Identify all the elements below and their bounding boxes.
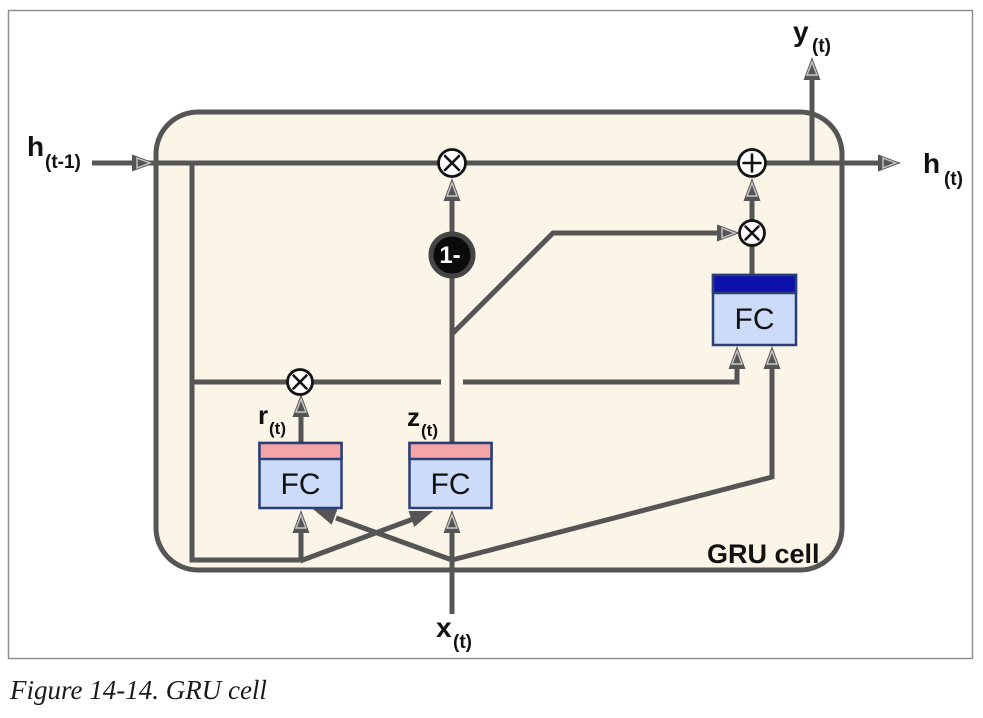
arrowhead-hprev-into-r-fc	[292, 510, 310, 533]
label-z-gate: z (t)	[407, 402, 438, 440]
x-in-sub: (t)	[453, 632, 472, 653]
fc-box-reset-gate: FC	[258, 441, 343, 510]
arrowhead-h-out	[878, 154, 901, 172]
fc-box-main: FC	[711, 273, 798, 347]
arrowhead-r-to-multiply	[292, 394, 310, 417]
wire-hprev-to-z-fc	[299, 512, 425, 564]
one-minus-circle	[428, 231, 476, 279]
fc-reset-strip	[258, 441, 343, 461]
multiply-icon	[292, 374, 308, 390]
multiply-icon	[744, 225, 760, 241]
fc-update-strip	[408, 441, 493, 461]
r-gate-sub: (t)	[269, 419, 286, 438]
x-in-base: x	[436, 612, 452, 643]
add-op	[737, 148, 767, 178]
gru-cell-name: GRU cell	[707, 539, 820, 569]
label-x-in: x (t)	[436, 612, 472, 653]
figure-caption: Figure 14-14. GRU cell	[9, 675, 267, 705]
fc-main-label: FC	[735, 303, 775, 336]
arrowhead-cell-entry	[132, 154, 155, 172]
h-out-sub: (t)	[944, 169, 963, 190]
arrowhead-x-into-main-fc	[763, 346, 781, 369]
arrowhead-zbranch-to-multiply	[717, 224, 740, 242]
z-gate-base: z	[407, 402, 420, 432]
arrowhead-x-into-z-fc	[443, 510, 461, 533]
fc-box-update-gate: FC	[408, 441, 493, 510]
multiply-op-reset	[286, 368, 314, 396]
arrowhead-z-to-multiply	[443, 178, 461, 201]
wire-z-branch	[450, 230, 722, 336]
label-h-prev: h (t-1)	[27, 131, 81, 173]
fc-reset-label: FC	[281, 468, 321, 501]
wire-x-to-main-fc	[451, 362, 775, 563]
one-minus-node: 1-	[428, 231, 476, 279]
arrowhead-hprev-into-z-fc	[408, 511, 433, 527]
multiply-op-update	[738, 219, 766, 247]
multiply-op-forget	[437, 148, 467, 178]
h-prev-base: h	[27, 131, 44, 162]
y-out-sub: (t)	[812, 36, 831, 57]
y-out-base: y	[793, 16, 809, 47]
h-prev-sub: (t-1)	[45, 152, 81, 173]
add-icon	[742, 153, 762, 173]
label-r-gate: r (t)	[258, 400, 286, 438]
fc-update-label: FC	[431, 468, 471, 501]
arrowhead-y-out	[803, 57, 821, 80]
wire-hprev-branch	[189, 161, 300, 563]
multiply-icon	[443, 154, 461, 172]
label-h-out: h (t)	[923, 148, 963, 190]
h-out-base: h	[923, 148, 940, 179]
r-gate-base: r	[258, 400, 268, 430]
wire-x-to-r-fc	[335, 515, 453, 563]
arrowhead-reset-product-into-fc	[728, 346, 746, 369]
arrowhead-x-into-r-fc	[313, 508, 338, 525]
fc-main-strip	[711, 273, 798, 295]
one-minus-label: 1-	[439, 242, 460, 269]
arrowhead-multiply-to-add	[743, 178, 761, 201]
z-gate-sub: (t)	[421, 421, 438, 440]
label-y-out: y (t)	[793, 16, 831, 57]
arrowheads	[132, 57, 901, 533]
